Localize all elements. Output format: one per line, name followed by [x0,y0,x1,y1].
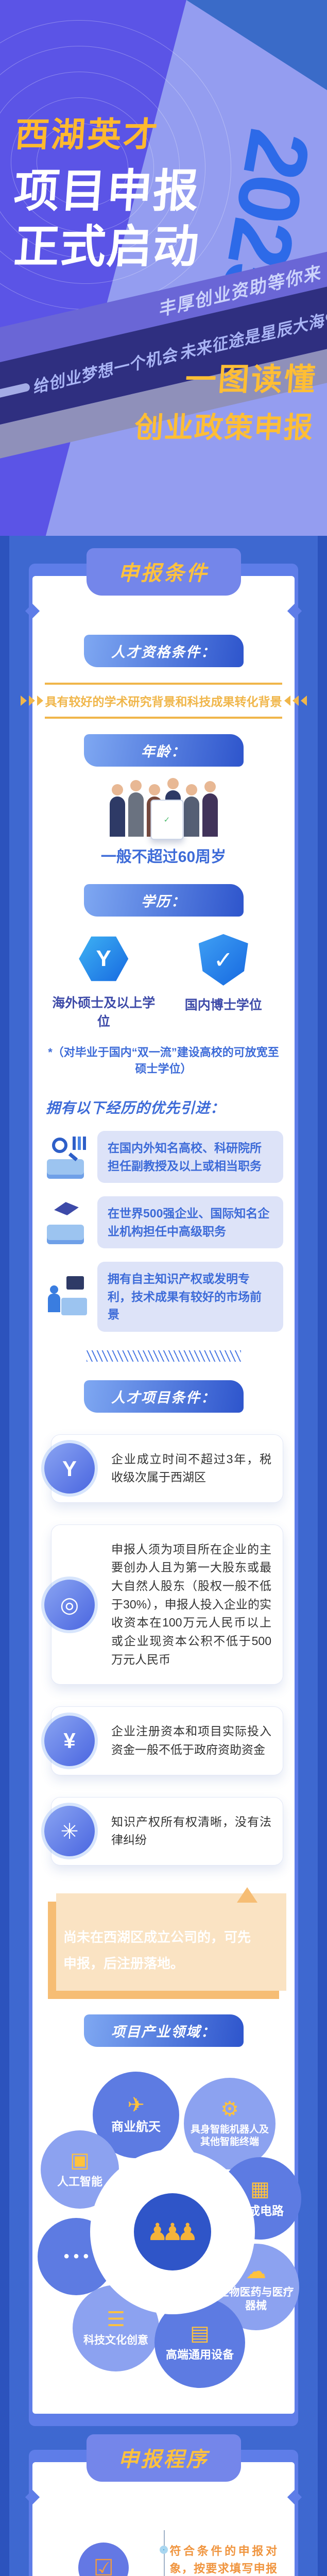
priority-row: 拥有自主知识产权或发明专利，技术成果有较好的市场前景 [44,1262,283,1332]
section-conditions: 申报条件 人才资格条件： 具有较好的学术研究背景和科技成果转化背景 年龄： [20,548,307,2427]
pre-registration-note: 尚未在西湖区成立公司的，可先申报，后注册落地。 [48,1887,286,1999]
chevron-left-icon [300,696,307,706]
more-dots-label: • • • [63,2248,89,2265]
priority-text: 在国内外知名高校、科研院所担任副教授及以上或相当职务 [97,1131,283,1183]
chart-yuan-icon: ¥ [44,1715,95,1766]
condition-text: 企业成立时间不超过3年，税收级次属于西湖区 [111,1452,271,1484]
priority-text: 拥有自主知识产权或发明专利，技术成果有较好的市场前景 [97,1262,283,1332]
research-book-icon [44,1136,89,1178]
subtitle-line2: 创业政策申报 [133,411,315,444]
person-computer-icon [44,1276,89,1317]
hexagon-y-icon: Y [79,936,129,981]
subtitle-line1: 一图读懂 [184,362,319,397]
condition-text: 申报人须为项目所在企业的主要创办人且为第一大股东或最大自然人股东（股权一般不低于… [111,1542,271,1666]
qualification-banner: 具有较好的学术研究背景和科技成果转化背景 [20,683,307,719]
network-icon: ✳ [44,1806,95,1857]
checklist-icon: ✓ [150,800,183,840]
chevron-left-icon [292,696,299,706]
spacecraft-icon: ✈ [127,2094,145,2117]
person-figure [128,780,144,837]
age-pill: 年龄： [83,734,244,767]
hero-banner: 2025 西湖英才 项目申报 正式启动 丰厚创业资助等你来 给创业梦想一个机会 … [0,0,327,536]
condition-text: 知识产权所有权清晰，没有法律纠纷 [111,1815,271,1847]
industry-label: 具身智能机器人及其他智能终端 [190,2124,269,2148]
education-label: 海外硕士及以上学位 [52,996,156,1029]
robot-icon: ⚙ [220,2098,239,2121]
talent-group-icon: ♟♟♟ [134,2193,211,2271]
ribbon-capsule [324,309,327,323]
condition-text: 企业注册资本和项目实际投入资金一般不低于政府资助资金 [111,1724,271,1756]
industry-petal: ▣ 人工智能 [41,2130,119,2209]
graduation-cap-icon [44,1202,89,1243]
procedure-timeline: ☑ 项目征集 符合条件的申报对象，按要求填写申报表格，并提交相关材料。 对申报对… [44,2510,283,2576]
section-tab-conditions: 申报条件 [86,548,241,596]
chip-icon: ▦ [250,2177,270,2200]
industry-petal: ✈ 商业航天 [93,2072,179,2159]
priority-heading: 拥有以下经历的优先引进： [46,1100,226,1116]
biomed-cloud-icon: ☁ [246,2260,266,2283]
hero-subtitle: 一图读懂 创业政策申报 [133,354,319,446]
note-text: 尚未在西湖区成立公司的，可先申报，后注册落地。 [63,1929,251,1971]
education-note: *（对毕业于国内“双一流”建设高校的可放宽至硕士学位） [48,1046,279,1075]
age-note: 一般不超过60周岁 [100,849,227,866]
content-sections: 申报条件 人才资格条件： 具有较好的学术研究背景和科技成果转化背景 年龄： [0,536,327,2576]
project-condition-card: ✳ 知识产权所有权清晰，没有法律纠纷 [44,1797,283,1866]
person-figure [202,781,218,837]
talent-qualification-pill: 人才资格条件： [83,635,244,667]
person-check-icon: ☑ [78,2543,129,2576]
section-procedure: 申报程序 ☑ 项目征集 符合条件的申报对象，按要求填写申报表格，并提交相关材料。 [29,2434,298,2576]
chevron-right-icon [20,696,27,706]
priority-row: 在国内外知名高校、科研院所担任副教授及以上或相当职务 [44,1131,283,1183]
industry-label: 生物医药与医疗器械 [218,2286,294,2312]
applicants-illustration: ✓ [44,778,283,840]
education-item: ✓ 国内博士学位 [168,934,279,1030]
books-icon: ☰ [107,2308,125,2331]
banner-text: 具有较好的学术研究背景和科技成果转化背景 [45,695,282,708]
industry-flower-diagram: ✈ 商业航天 ⚙ 具身智能机器人及其他智能终端 ▣ 人工智能 ▦ 集成电路 [38,2064,301,2394]
ribbon-capsule [0,382,31,399]
equipment-doc-icon: ▤ [190,2322,210,2345]
priority-text: 在世界500强企业、国际知名企业机构担任中高级职务 [97,1196,283,1248]
chevron-right-icon [28,696,35,706]
slash-divider [86,1350,241,1362]
education-options: Y 海外硕士及以上学位 ✓ 国内博士学位 [44,934,283,1030]
main-title-line3: 正式启动 [12,221,201,272]
timeline-step: ☑ 项目征集 符合条件的申报对象，按要求填写申报表格，并提交相关材料。 [44,2543,283,2576]
education-label: 国内博士学位 [184,998,262,1012]
section-title: 申报程序 [118,2448,209,2471]
industry-label: 商业航天 [111,2120,161,2134]
industry-label: 科技文化创意 [83,2334,148,2347]
project-condition-card: ¥ 企业注册资本和项目实际投入资金一般不低于政府资助资金 [44,1706,283,1775]
main-title-line1: 西湖英才 [14,115,161,154]
person-figure [109,784,125,837]
industry-pill: 项目产业领域： [83,2014,244,2047]
timeline-node [159,2546,168,2554]
project-condition-card: ◎ 申报人须为项目所在企业的主要创办人且为第一大股东或最大自然人股东（股权一般不… [44,1524,283,1685]
project-conditions-pill: 人才项目条件： [83,1380,244,1413]
industry-label: 高端通用设备 [165,2348,234,2362]
person-figure [183,784,199,837]
education-pill: 学历： [83,884,244,917]
ai-cube-icon: ▣ [70,2149,90,2172]
target-icon: ◎ [44,1579,95,1630]
chevron-left-icon [284,696,290,706]
priority-row: 在世界500强企业、国际知名企业机构担任中高级职务 [44,1196,283,1248]
step-description: 符合条件的申报对象，按要求填写申报表格，并提交相关材料。 [169,2545,278,2575]
education-item: Y 海外硕士及以上学位 [48,934,159,1030]
section-title: 申报条件 [118,562,209,585]
section-tab-procedure: 申报程序 [86,2434,241,2482]
project-condition-card: Y 企业成立时间不超过3年，税收级次属于西湖区 [44,1434,283,1503]
chevron-right-icon [37,696,43,706]
industry-label: 人工智能 [57,2175,102,2189]
shield-check-icon: ✓ [198,934,248,986]
hexagon-y-icon: Y [44,1443,95,1494]
